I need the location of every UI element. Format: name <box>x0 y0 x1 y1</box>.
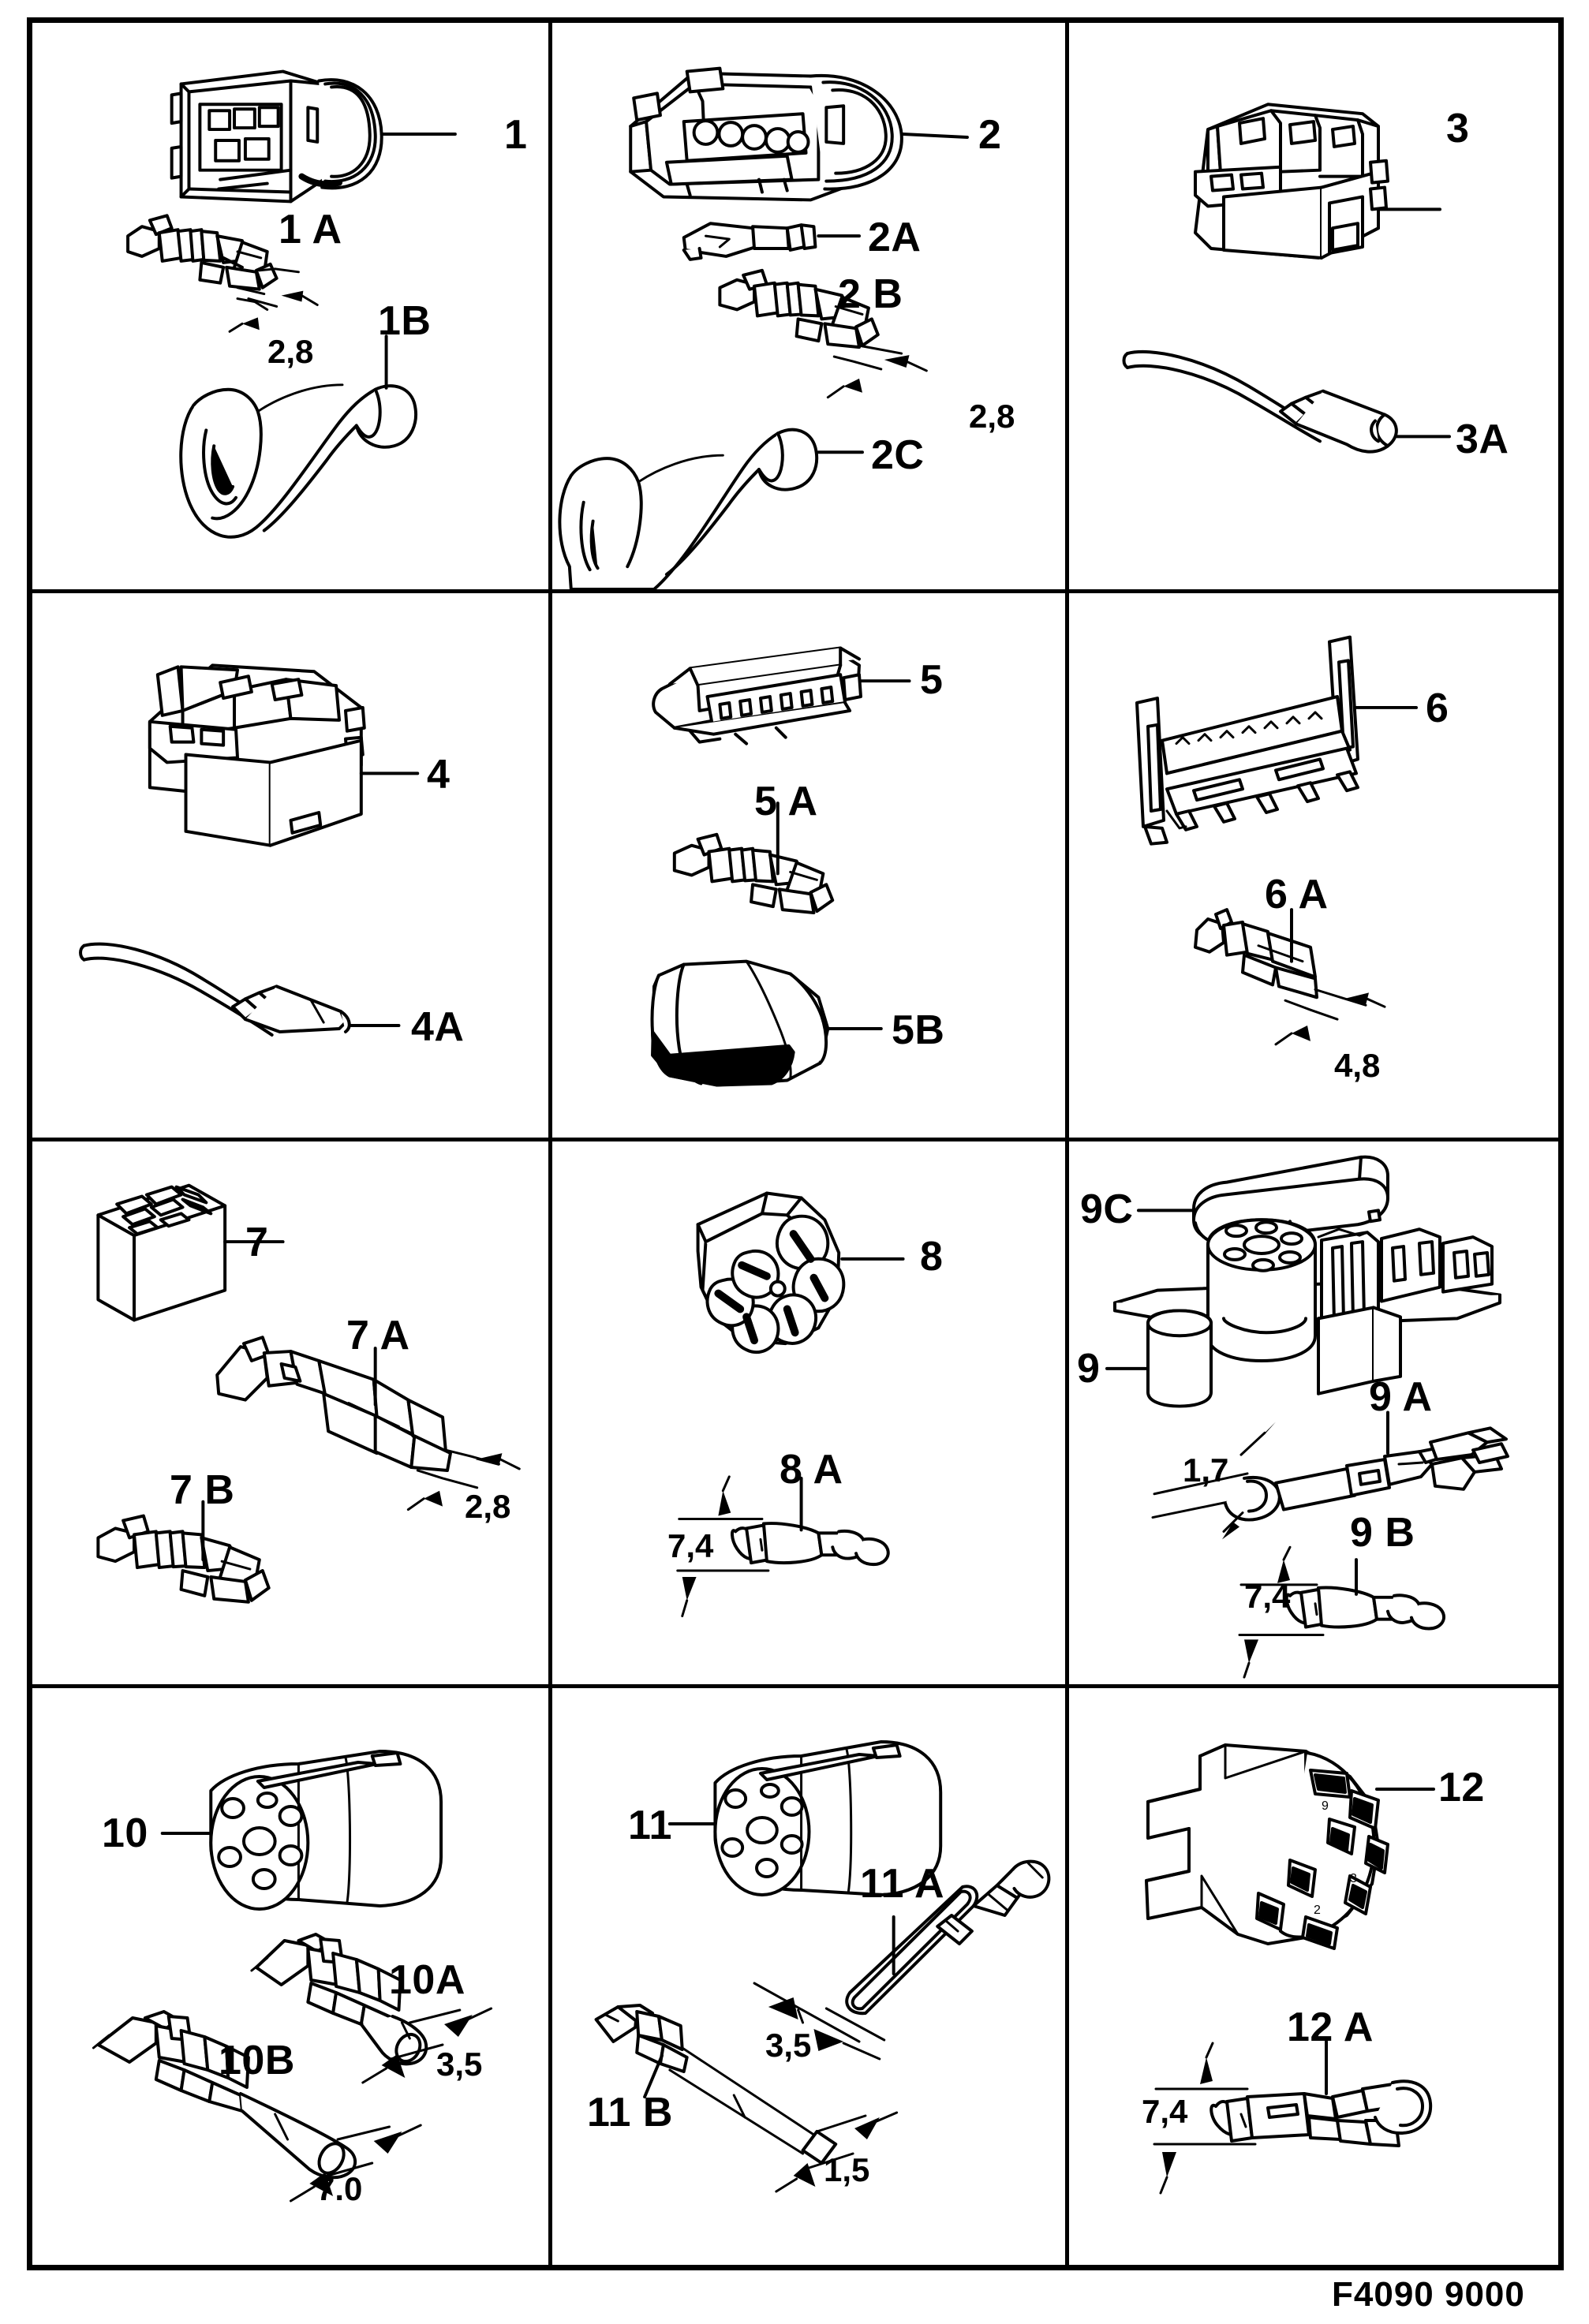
callout-label-1: 1 <box>504 112 528 158</box>
callout-label-1B: 1B <box>378 298 432 344</box>
callout-label-10A: 10A <box>389 1957 465 2003</box>
cavity-number-3: 3 <box>1350 1872 1358 1885</box>
dimension-label-2-8: 2,8 <box>267 333 314 370</box>
callout-label-7: 7 <box>245 1220 269 1265</box>
cell-11-artwork <box>552 1688 1065 2265</box>
dimension-label-2-8: 2,8 <box>969 398 1015 435</box>
callout-label-2A: 2A <box>868 215 922 260</box>
cell-5-artwork <box>552 593 1065 1138</box>
callout-label-4: 4 <box>427 752 451 798</box>
callout-label-5A: 5 A <box>754 779 818 824</box>
parts-cell-5: 5 5 A 5B <box>552 593 1069 1141</box>
parts-cell-4: 4 4A <box>32 593 552 1141</box>
cell-4-artwork <box>32 593 548 1138</box>
callout-label-2B: 2 B <box>838 271 903 317</box>
cell-12-artwork <box>1069 1688 1558 2265</box>
parts-cell-8: 8 8 A 7,4 <box>552 1141 1069 1688</box>
callout-label-12: 12 <box>1438 1765 1485 1810</box>
figure-code: F4090 9000 <box>1332 2275 1525 2314</box>
callout-label-11A: 11 A <box>860 1861 945 1907</box>
dimension-label-3-5: 3,5 <box>436 2046 483 2083</box>
callout-label-7A: 7 A <box>346 1313 410 1358</box>
parts-cell-9: 9C 9 9 A 9 B 1,7 7,4 <box>1069 1141 1558 1688</box>
cell-2-artwork <box>552 23 1065 589</box>
callout-label-6: 6 <box>1426 686 1449 731</box>
parts-cell-12: 12 12 A 7,4 9 2 3 <box>1069 1688 1558 2265</box>
dimension-label-7-4: 7,4 <box>1244 1578 1291 1615</box>
callout-label-3A: 3A <box>1456 417 1509 462</box>
parts-cell-1: 1 1 A 1B 2,8 <box>32 23 552 593</box>
dimension-label-3-5: 3,5 <box>765 2027 812 2064</box>
callout-label-2: 2 <box>978 112 1002 158</box>
callout-label-7B: 7 B <box>170 1467 235 1513</box>
callout-label-8: 8 <box>920 1234 944 1280</box>
parts-grid: 1 1 A 1B 2,8 <box>32 23 1558 2265</box>
parts-cell-3: 3 3A <box>1069 23 1558 593</box>
callout-label-4A: 4A <box>411 1004 465 1050</box>
parts-cell-6: 6 6 A 4,8 <box>1069 593 1558 1141</box>
callout-label-6A: 6 A <box>1265 872 1329 917</box>
parts-cell-2: 2 2A 2 B 2C 2,8 <box>552 23 1069 593</box>
dimension-label-7-4: 7,4 <box>1142 2093 1188 2130</box>
cell-7-artwork <box>32 1141 548 1684</box>
callout-label-5: 5 <box>920 657 944 703</box>
callout-label-9: 9 <box>1077 1346 1101 1392</box>
callout-label-9B: 9 B <box>1350 1510 1415 1556</box>
dimension-label-2-8: 2,8 <box>465 1488 511 1525</box>
callout-label-1A: 1 A <box>279 207 342 252</box>
callout-label-3: 3 <box>1446 106 1470 151</box>
callout-label-2C: 2C <box>871 432 925 478</box>
cell-10-artwork <box>32 1688 548 2265</box>
cavity-number-9: 9 <box>1322 1799 1329 1813</box>
dimension-label-1-7: 1,7 <box>1183 1452 1229 1489</box>
dimension-label-7-4: 7,4 <box>667 1527 714 1564</box>
cell-8-artwork <box>552 1141 1065 1684</box>
cell-1-artwork <box>32 23 548 589</box>
callout-label-9C: 9C <box>1080 1186 1134 1232</box>
callout-label-5B: 5B <box>892 1007 945 1053</box>
callout-label-12A: 12 A <box>1287 2005 1374 2050</box>
dimension-label-4-8: 4,8 <box>1334 1047 1381 1084</box>
callout-label-11: 11 <box>628 1803 672 1848</box>
callout-label-10B: 10B <box>219 2038 295 2083</box>
dimension-label-1-5: 1,5 <box>824 2151 870 2188</box>
parts-cell-7: 7 7 A 7 B 2,8 <box>32 1141 552 1688</box>
cavity-number-2: 2 <box>1314 1904 1322 1917</box>
cell-3-artwork <box>1069 23 1558 589</box>
parts-cell-10: 10 10A 10B 3,5 7.0 <box>32 1688 552 2265</box>
cell-6-artwork <box>1069 593 1558 1138</box>
cell-9-artwork <box>1069 1141 1558 1684</box>
callout-label-11B: 11 B <box>587 2090 673 2135</box>
parts-cell-11: 11 11 A 11 B 3,5 1,5 <box>552 1688 1069 2265</box>
callout-label-9A: 9 A <box>1369 1374 1433 1420</box>
callout-label-10: 10 <box>102 1810 148 1856</box>
callout-label-8A: 8 A <box>780 1447 843 1493</box>
dimension-label-7-0: 7.0 <box>316 2170 363 2207</box>
figure-outer-frame <box>27 17 1564 2270</box>
